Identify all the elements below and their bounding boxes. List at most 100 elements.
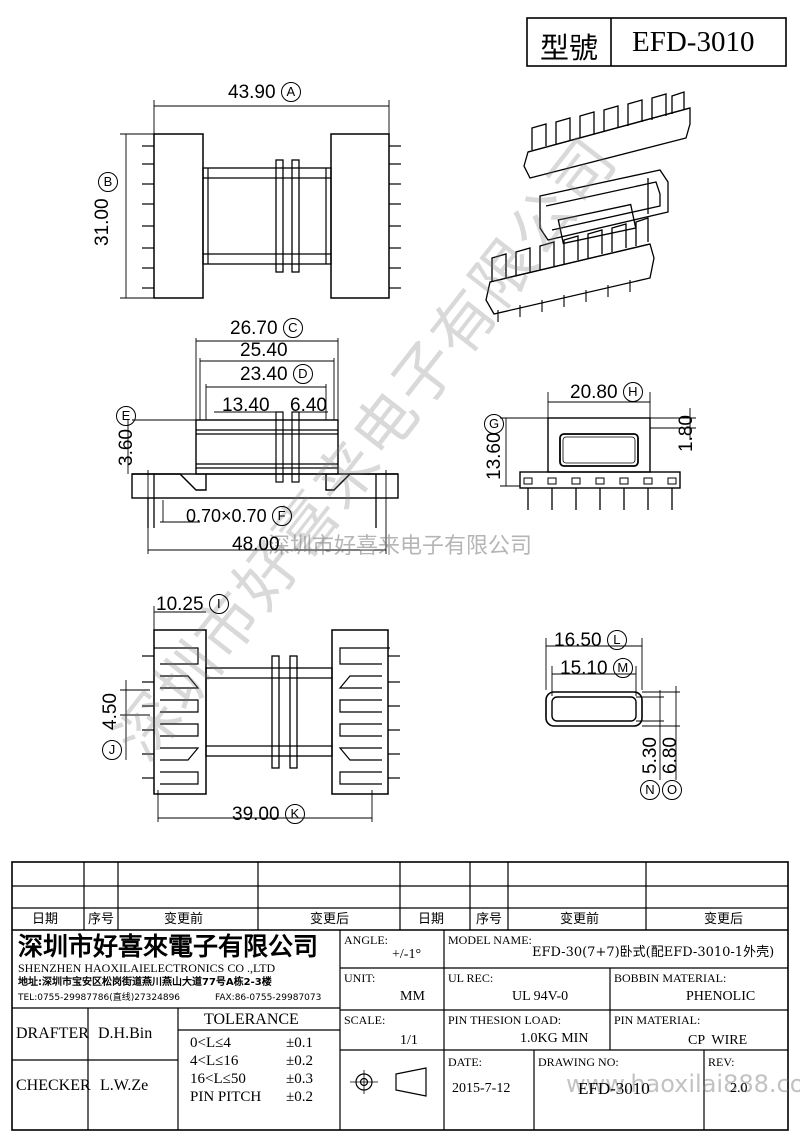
model-value: EFD-3010 [632,26,755,58]
checker-name: L.W.Ze [100,1077,149,1094]
model-label: 型號 [540,31,599,65]
dim-shell-l: 16.50 L [554,630,627,652]
dim-side-d: 23.40 D [240,364,313,386]
side-view [127,338,399,554]
dim-front-g: 13.60 [484,432,505,480]
dim-value: 0.70×0.70 [186,506,267,526]
drafter-label: DRAFTER [16,1025,89,1042]
bottom-view [120,606,400,822]
tolerance-title: TOLERANCE [204,1011,299,1028]
dim-value: 39.00 [232,804,280,825]
dim-tag-g: G [484,414,504,434]
dim-side-c: 26.70 C [230,318,303,340]
dim-tag-n: N [640,780,660,800]
drafter-name: D.H.Bin [98,1025,153,1042]
tolerance-range-4: PIN PITCH [190,1089,262,1105]
dim-side-4: 13.40 [222,395,270,416]
company-address: 地址:深圳市宝安区松岗街道燕川燕山大道77号A栋2-3楼 [18,977,272,988]
date-label: DATE: [448,1055,482,1069]
iso-view [485,91,691,322]
drawing-no-value: EFD-3010 [578,1079,650,1098]
rev-no-header-2: 序号 [476,911,503,926]
ul-value: UL 94V-0 [512,989,569,1004]
unit-label: UNIT: [344,971,376,985]
dim-tag-e: E [116,406,136,426]
unit-value: MM [400,989,425,1004]
dim-tag-circle: L [606,630,627,650]
dim-tag-circle: I [208,594,229,614]
dim-value: 48.00 [232,534,280,555]
angle-label: ANGLE: [344,933,388,947]
dim-side-e: 3.60 [116,429,137,466]
scale-value: 1/1 [400,1033,418,1048]
dim-tag-b: B [98,172,118,192]
dim-value: 16.50 [554,630,602,651]
watermark-center: 深圳市好喜来电子有限公司 [268,534,533,559]
rev-before-header-2: 变更前 [560,911,600,926]
checker-label: CHECKER [16,1077,91,1094]
tolerance-range-1: 0<L≤4 [190,1035,231,1051]
dim-shell-m: 15.10 M [560,658,633,680]
dim-side-f: 0.70×0.70 F [186,506,292,527]
tolerance-value-4: ±0.2 [286,1089,313,1105]
dim-tag-o: O [662,780,682,800]
header-box [526,17,787,67]
dim-value: 20.80 [570,382,618,403]
rev-before-header: 变更前 [164,911,204,926]
shell-view [545,638,680,780]
dim-value: 43.90 [228,82,276,103]
dim-tag-circle: F [271,506,292,526]
front-view [500,392,696,510]
ul-label: UL REC: [448,971,494,985]
watermark-url: www.haoxilai888.com [566,1070,800,1098]
dim-side-g: 48.00 [232,534,280,556]
tolerance-value-3: ±0.3 [286,1071,313,1087]
dim-value: 26.70 [230,318,278,339]
dim-value: 31.00 [92,198,113,246]
company-en: SHENZHEN HAOXILAIELECTRONICS CO .,LTD [18,961,276,975]
dim-top-height: 31.00 [92,198,114,246]
pin-material-value: CP WIRE [688,1033,748,1048]
dim-front-r: 1.80 [676,415,697,452]
dim-top-width: 43.90 A [228,82,301,104]
dim-value: 15.10 [560,658,608,679]
tolerance-value-2: ±0.2 [286,1053,313,1069]
company-fax: FAX:86-0755-29987073 [215,993,322,1003]
pin-material-label: PIN MATERIAL: [614,1013,701,1027]
dim-side-2: 25.40 [240,340,288,361]
pin-load-label: PIN THESION LOAD: [448,1013,562,1027]
angle-value: +/-1° [392,947,422,962]
top-view [120,100,401,299]
company-tel: TEL:0755-29987786(直线)27324896 [18,993,181,1003]
dim-tag-circle: M [612,658,633,678]
rev-date-header: 日期 [32,911,59,926]
tolerance-value-1: ±0.1 [286,1035,313,1051]
model-name-value: EFD-30(7+7)卧式(配EFD-3010-1外壳) [532,945,775,960]
dim-shell-o: 6.80 [660,737,681,774]
dim-tag-circle: D [292,364,313,384]
tolerance-range-3: 16<L≤50 [190,1071,246,1087]
dim-tag-circle: K [284,804,305,824]
rev-label: REV: [708,1055,735,1069]
dim-tag-circle: C [282,318,303,338]
dim-bottom-i: 10.25 I [156,594,229,616]
rev-date-header-2: 日期 [418,911,445,926]
dim-bottom-j: 4.50 [100,693,121,730]
rev-no-header: 序号 [88,911,115,926]
dim-tag-circle: H [622,382,643,402]
dim-value: 10.25 [156,594,204,615]
pin-load-value: 1.0KG MIN [520,1031,589,1046]
dim-front-h: 20.80 H [570,382,643,404]
company-cn: 深圳市好喜來電子有限公司 [18,932,319,961]
rev-value: 2.0 [730,1081,748,1096]
bobbin-value: PHENOLIC [686,989,756,1004]
title-block-grid [11,861,789,1131]
dim-tag-circle: A [280,82,301,102]
dim-bottom-k: 39.00 K [232,804,305,826]
scale-label: SCALE: [344,1013,386,1027]
dim-value: 23.40 [240,364,288,385]
date-value: 2015-7-12 [452,1081,511,1096]
dim-shell-n: 5.30 [640,737,661,774]
dim-tag-j: J [102,740,122,760]
